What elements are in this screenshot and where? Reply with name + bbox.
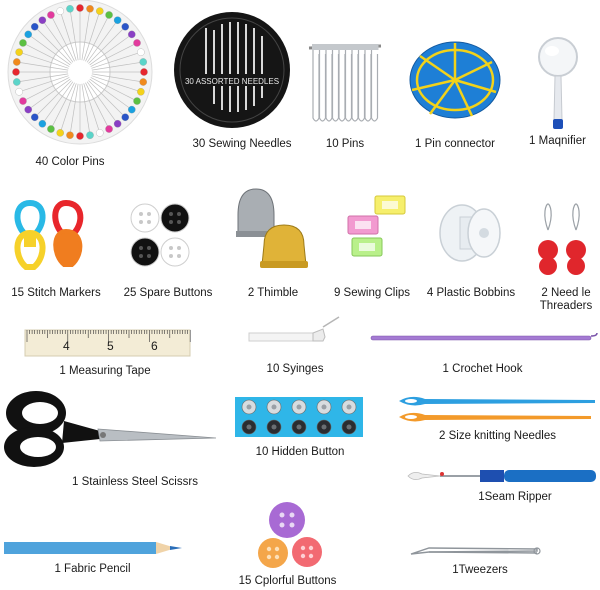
spare-buttons-image	[130, 203, 190, 267]
seam-ripper-image	[407, 470, 596, 482]
colorful-buttons-image	[258, 502, 322, 568]
sewing-needles-label: 30 Sewing Needles	[192, 138, 292, 150]
syringes-label: 10 Syinges	[266, 363, 324, 375]
color-pins-label: 40 Color Pins	[35, 156, 105, 168]
crochet-hook-label: 1 Crochet Hook	[442, 363, 523, 375]
safety-pins-image	[308, 44, 382, 122]
tape-number-5: 5	[107, 339, 114, 353]
needle-case-image: 30 ASSORTED NEEDLES	[174, 12, 290, 128]
magnifier-item: 1 Maqnifier	[515, 35, 600, 155]
needle-threaders-label: 2 Need le Threaders	[530, 287, 600, 313]
syringes-image	[248, 316, 340, 342]
colorful-buttons-item: 15 Cplorful Buttons	[225, 500, 350, 590]
stitch-markers-label: 15 Stitch Markers	[11, 287, 101, 299]
crochet-hook-image	[370, 332, 598, 341]
measuring-tape-image: 4 5 6	[24, 329, 191, 357]
needle-threaders-label-line2: Threaders	[539, 300, 593, 312]
colorful-buttons-label: 15 Cplorful Buttons	[238, 575, 337, 587]
tweezers-image	[410, 547, 541, 555]
tape-number-4: 4	[63, 339, 70, 353]
sewing-clips-label: 9 Sewing Clips	[333, 287, 411, 299]
fabric-pencil-label: 1 Fabric Pencil	[54, 563, 131, 575]
safety-pins-item: 10 Pins	[305, 40, 385, 155]
needle-threaders-image	[538, 203, 586, 275]
needle-case-text: 30 ASSORTED NEEDLES	[185, 77, 279, 86]
tape-number-6: 6	[151, 339, 158, 353]
pin-cushion-label: 1 Pin connector	[415, 138, 495, 150]
knitting-needles-image	[399, 396, 595, 422]
fabric-pencil-item: 1 Fabric Pencil	[0, 535, 190, 580]
seam-ripper-label: 1Seam Ripper	[478, 491, 552, 503]
magnifier-label: 1 Maqnifier	[529, 135, 586, 147]
thimble-label: 2 Thimble	[247, 287, 299, 299]
stitch-markers-image	[14, 199, 84, 270]
sewing-clips-image	[347, 195, 406, 257]
magnifier-image	[538, 37, 578, 129]
fabric-pencil-image	[4, 542, 182, 554]
stitch-markers-item: 15 Stitch Markers	[0, 195, 115, 305]
syringes-item: 10 Syinges	[245, 315, 345, 385]
pin-cushion-image	[409, 41, 501, 119]
sewing-clips-item: 9 Sewing Clips	[330, 190, 420, 305]
crochet-hook-item: 1 Crochet Hook	[365, 325, 600, 385]
tweezers-label: 1Tweezers	[452, 564, 508, 576]
seam-ripper-item: 1Seam Ripper	[400, 462, 600, 507]
scissors-image	[4, 391, 217, 467]
needle-threaders-item: 2 Need le Threaders	[528, 200, 600, 315]
sewing-needles-item: 30 ASSORTED NEEDLES 30 Sewing Needles	[170, 10, 310, 160]
knitting-needles-label: 2 Size knitting Needles	[439, 430, 556, 442]
tweezers-item: 1Tweezers	[405, 540, 555, 585]
thimble-image	[236, 188, 308, 268]
scissors-label: 1 Stainless Steel Scissrs	[72, 476, 198, 488]
thimble-item: 2 Thimble	[228, 185, 323, 305]
hidden-button-item: 10 Hidden Button	[235, 395, 370, 465]
pin-cushion-item: 1 Pin connector	[400, 40, 510, 155]
measuring-tape-item: 4 5 6 1 Measuring Tape	[20, 325, 195, 385]
needle-threaders-label-line1: 2 Need le	[541, 287, 591, 299]
safety-pins-label: 10 Pins	[325, 138, 365, 150]
bobbins-image	[439, 204, 501, 262]
bobbins-item: 4 Plastic Bobbins	[420, 195, 525, 305]
snap-buttons-image	[235, 397, 363, 437]
spare-buttons-label: 25 Spare Buttons	[123, 287, 213, 299]
bobbins-label: 4 Plastic Bobbins	[426, 287, 516, 299]
scissors-item: 1 Stainless Steel Scissrs	[0, 385, 225, 495]
color-pins-wheel-image	[7, 0, 153, 145]
hidden-button-label: 10 Hidden Button	[255, 446, 345, 458]
measuring-tape-label: 1 Measuring Tape	[59, 365, 151, 377]
spare-buttons-item: 25 Spare Buttons	[115, 200, 225, 305]
knitting-needles-item: 2 Size knitting Needles	[395, 392, 600, 447]
color-pins-item: 40 Color Pins	[0, 0, 160, 175]
